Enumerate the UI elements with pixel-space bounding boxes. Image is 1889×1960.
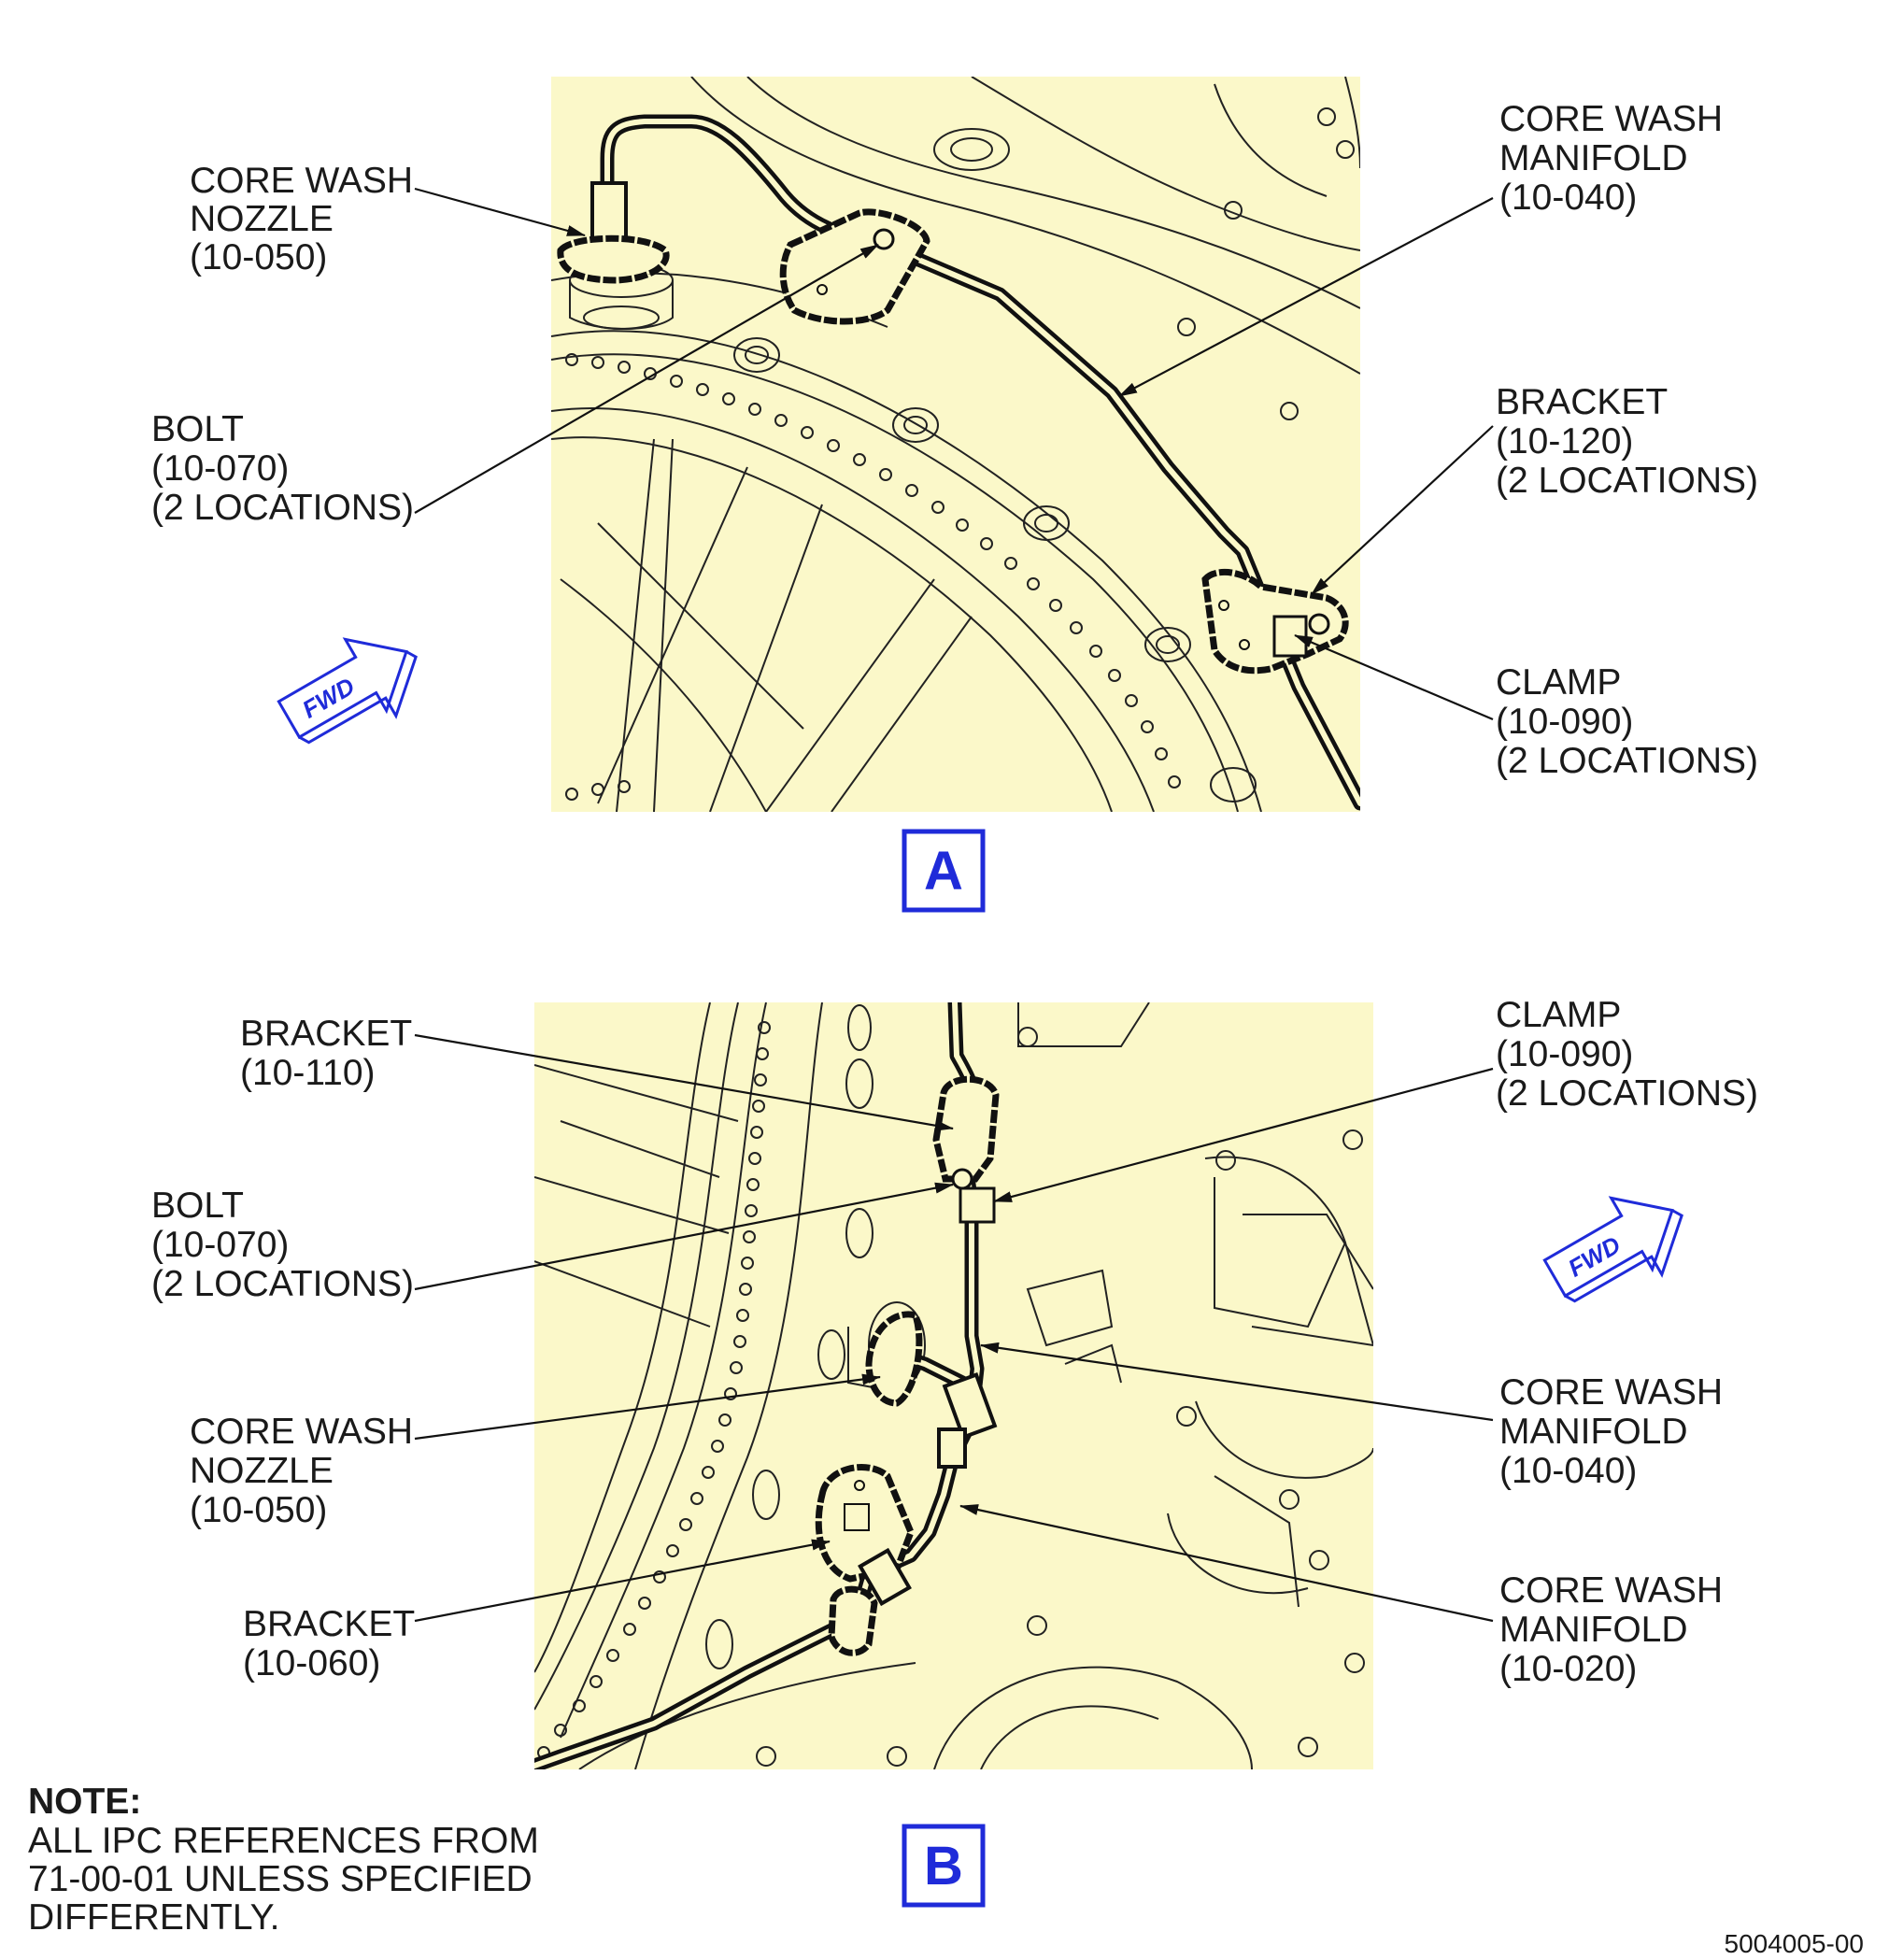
svg-text:(10-110): (10-110) [240,1053,376,1093]
svg-text:(2 LOCATIONS): (2 LOCATIONS) [151,1264,414,1304]
leader-clamp-090-b [993,1067,1494,1203]
leader-core-wash-nozzle-b [414,1373,881,1441]
leader-clamp-090-a [1294,633,1494,721]
leader-core-wash-manifold-040-a [1118,197,1494,397]
svg-text:CLAMP: CLAMP [1496,995,1621,1035]
label-core-wash-nozzle-a: CORE WASH NOZZLE (10-050) [190,161,413,277]
svg-text:(2 LOCATIONS): (2 LOCATIONS) [1496,461,1758,501]
svg-text:(10-090): (10-090) [1496,702,1633,742]
view-a-letter-box: A [902,829,986,913]
svg-text:(10-040): (10-040) [1499,1451,1637,1491]
label-bracket-060-b: BRACKET (10-060) [243,1604,415,1683]
svg-text:DIFFERENTLY.: DIFFERENTLY. [28,1897,279,1938]
view-b-engine-drawing [534,1002,1373,1769]
label-bracket-120-a: BRACKET (10-120) (2 LOCATIONS) [1496,382,1758,501]
svg-text:A: A [924,841,963,902]
svg-text:(10-070): (10-070) [151,448,289,489]
svg-text:NOTE:: NOTE: [28,1782,141,1822]
label-bracket-110-b: BRACKET (10-110) [240,1014,412,1093]
view-b-letter-box: B [902,1824,986,1908]
svg-text:(10-120): (10-120) [1496,421,1633,462]
svg-text:NOZZLE: NOZZLE [190,199,334,239]
fwd-arrow-icon-b: FWD [1542,1196,1683,1303]
svg-text:(2 LOCATIONS): (2 LOCATIONS) [1496,1073,1758,1114]
svg-text:B: B [924,1836,963,1896]
leader-core-wash-nozzle-a [414,187,586,237]
svg-text:NOZZLE: NOZZLE [190,1451,334,1491]
svg-text:(10-070): (10-070) [151,1225,289,1265]
svg-text:BRACKET: BRACKET [1496,382,1668,422]
label-core-wash-manifold-040-a: CORE WASH MANIFOLD (10-040) [1499,99,1723,218]
label-bolt-b: BOLT (10-070) (2 LOCATIONS) [151,1186,414,1304]
svg-text:CORE WASH: CORE WASH [190,1412,413,1452]
svg-text:(10-020): (10-020) [1499,1649,1637,1689]
svg-text:71-00-01 UNLESS SPECIFIED: 71-00-01 UNLESS SPECIFIED [28,1859,533,1899]
figure-id: 5004005-00 [1725,1929,1864,1958]
label-bolt-a: BOLT (10-070) (2 LOCATIONS) [151,409,414,528]
label-core-wash-nozzle-b: CORE WASH NOZZLE (10-050) [190,1412,413,1530]
leader-core-wash-manifold-040-b [980,1342,1494,1422]
note-block: NOTE: ALL IPC REFERENCES FROM 71-00-01 U… [28,1782,539,1938]
svg-text:(2 LOCATIONS): (2 LOCATIONS) [151,488,414,528]
svg-text:CORE WASH: CORE WASH [1499,1570,1723,1611]
svg-text:(10-040): (10-040) [1499,178,1637,218]
svg-text:MANIFOLD: MANIFOLD [1499,1610,1688,1650]
svg-text:BRACKET: BRACKET [240,1014,412,1054]
svg-text:CORE WASH: CORE WASH [190,161,413,201]
leader-core-wash-manifold-020-b [959,1504,1494,1623]
svg-text:BRACKET: BRACKET [243,1604,415,1644]
svg-text:(10-050): (10-050) [190,237,327,277]
label-clamp-090-b: CLAMP (10-090) (2 LOCATIONS) [1496,995,1758,1114]
leader-bracket-120-a [1311,425,1494,595]
view-a-panel [551,77,1360,812]
leader-bolt-b [414,1182,954,1291]
svg-text:CLAMP: CLAMP [1496,662,1621,703]
svg-text:(10-050): (10-050) [190,1490,327,1530]
leader-bracket-110-b [414,1033,954,1131]
svg-text:(10-090): (10-090) [1496,1034,1633,1074]
svg-text:MANIFOLD: MANIFOLD [1499,138,1688,178]
svg-text:(2 LOCATIONS): (2 LOCATIONS) [1496,741,1758,781]
fwd-arrow-icon-a: FWD [277,637,418,745]
svg-text:BOLT: BOLT [151,409,244,449]
svg-text:BOLT: BOLT [151,1186,244,1226]
svg-text:MANIFOLD: MANIFOLD [1499,1412,1688,1452]
svg-text:CORE WASH: CORE WASH [1499,1372,1723,1413]
leader-bracket-060-b [414,1539,831,1623]
label-clamp-090-a: CLAMP (10-090) (2 LOCATIONS) [1496,662,1758,781]
svg-text:CORE WASH: CORE WASH [1499,99,1723,139]
label-core-wash-manifold-020-b: CORE WASH MANIFOLD (10-020) [1499,1570,1723,1689]
label-core-wash-manifold-040-b: CORE WASH MANIFOLD (10-040) [1499,1372,1723,1491]
svg-text:(10-060): (10-060) [243,1643,380,1683]
svg-text:ALL IPC REFERENCES FROM: ALL IPC REFERENCES FROM [28,1821,539,1861]
leader-bolt-a [414,244,879,514]
view-b-panel [534,1002,1373,1769]
